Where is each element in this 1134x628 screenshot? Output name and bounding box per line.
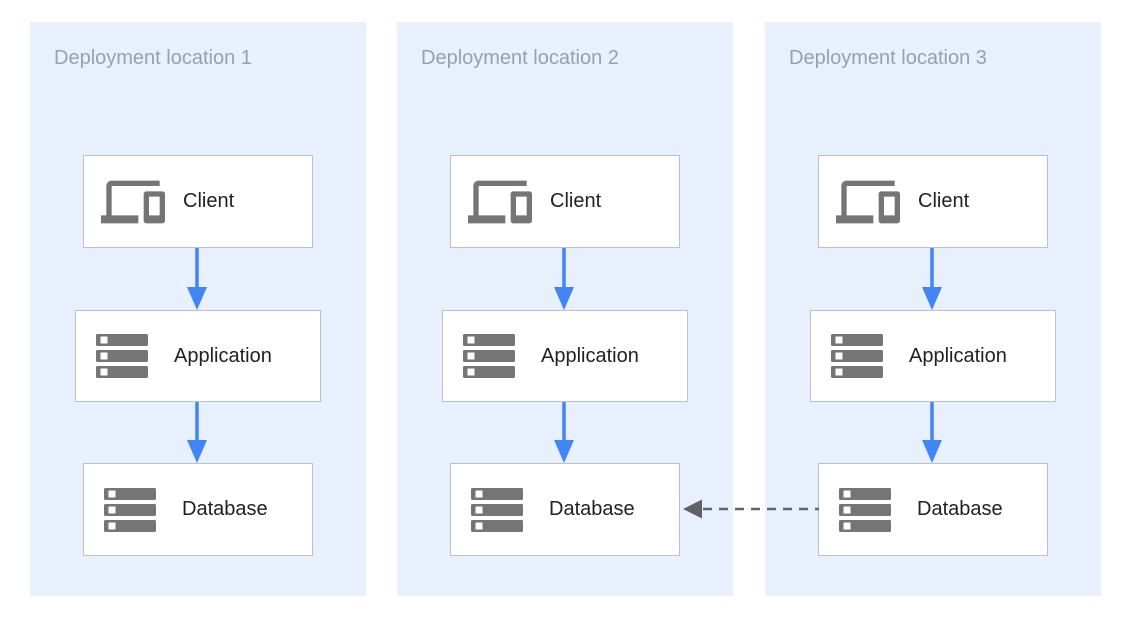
node-label: Client <box>550 190 602 212</box>
server-stack-icon <box>463 334 515 378</box>
deployment-panel-3: Deployment location 3 Client <box>765 22 1101 596</box>
node-label: Database <box>182 498 268 520</box>
server-stack-icon <box>831 334 883 378</box>
arrow-client-to-application <box>554 248 574 310</box>
client-node: Client <box>818 155 1048 248</box>
application-node: Application <box>442 310 688 402</box>
node-label: Application <box>909 344 1007 367</box>
client-node: Client <box>450 155 680 248</box>
arrow-application-to-database <box>922 402 942 463</box>
node-label: Database <box>549 498 635 520</box>
node-label: Application <box>541 344 639 367</box>
devices-icon <box>836 170 900 234</box>
database-node: Database <box>83 463 313 556</box>
devices-icon <box>101 170 165 234</box>
node-label: Database <box>917 498 1003 520</box>
devices-icon <box>468 170 532 234</box>
deployment-panel-1: Deployment location 1 Client <box>30 22 366 596</box>
server-stack-icon <box>96 334 148 378</box>
deployment-panel-2: Deployment location 2 Client <box>397 22 733 596</box>
client-node: Client <box>83 155 313 248</box>
arrow-application-to-database <box>554 402 574 463</box>
application-node: Application <box>810 310 1056 402</box>
panel-title: Deployment location 3 <box>789 47 987 69</box>
arrow-application-to-database <box>187 402 207 463</box>
panel-title: Deployment location 1 <box>54 47 252 69</box>
node-label: Application <box>174 344 272 367</box>
database-node: Database <box>450 463 680 556</box>
arrow-client-to-application <box>187 248 207 310</box>
server-stack-icon <box>839 487 891 532</box>
application-node: Application <box>75 310 321 402</box>
server-stack-icon <box>104 487 156 532</box>
node-label: Client <box>918 190 970 212</box>
panel-title: Deployment location 2 <box>421 47 619 69</box>
database-node: Database <box>818 463 1048 556</box>
replication-dashed-arrow <box>683 499 819 519</box>
arrow-client-to-application <box>922 248 942 310</box>
server-stack-icon <box>471 487 523 532</box>
node-label: Client <box>183 190 235 212</box>
